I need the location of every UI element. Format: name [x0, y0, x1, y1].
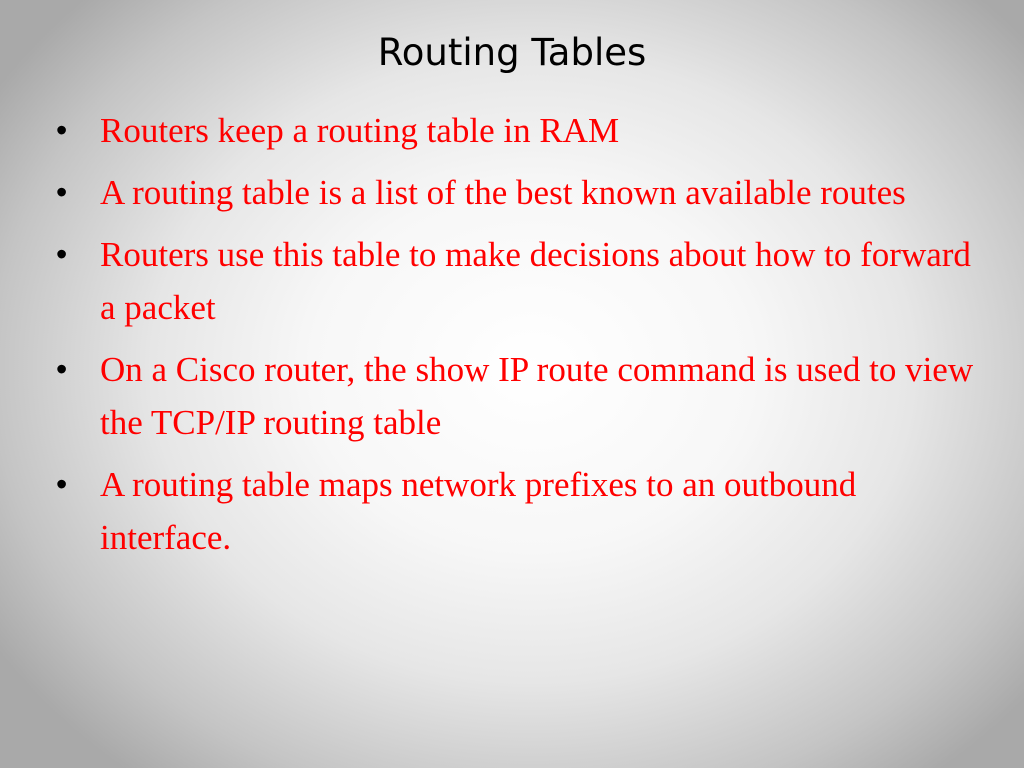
bullet-marker-icon: •	[56, 112, 68, 148]
bullet-text: On a Cisco router, the show IP route com…	[100, 350, 974, 442]
bullet-item: • On a Cisco router, the show IP route c…	[56, 343, 976, 449]
bullet-item: • A routing table maps network prefixes …	[56, 458, 976, 564]
bullet-marker-icon: •	[56, 236, 68, 272]
bullet-text: A routing table maps network prefixes to…	[100, 465, 857, 557]
bullet-marker-icon: •	[56, 174, 68, 210]
bullet-marker-icon: •	[56, 351, 68, 387]
bullet-item: • Routers keep a routing table in RAM	[56, 104, 976, 157]
bullet-text: Routers use this table to make decisions…	[100, 235, 971, 327]
bullet-text: Routers keep a routing table in RAM	[100, 111, 620, 150]
bullet-item: • A routing table is a list of the best …	[56, 166, 976, 219]
bullet-text: A routing table is a list of the best kn…	[100, 173, 906, 212]
bullet-list: • Routers keep a routing table in RAM • …	[56, 104, 976, 573]
slide-title: Routing Tables	[377, 31, 647, 74]
bullet-marker-icon: •	[56, 466, 68, 502]
bullet-item: • Routers use this table to make decisio…	[56, 228, 976, 334]
